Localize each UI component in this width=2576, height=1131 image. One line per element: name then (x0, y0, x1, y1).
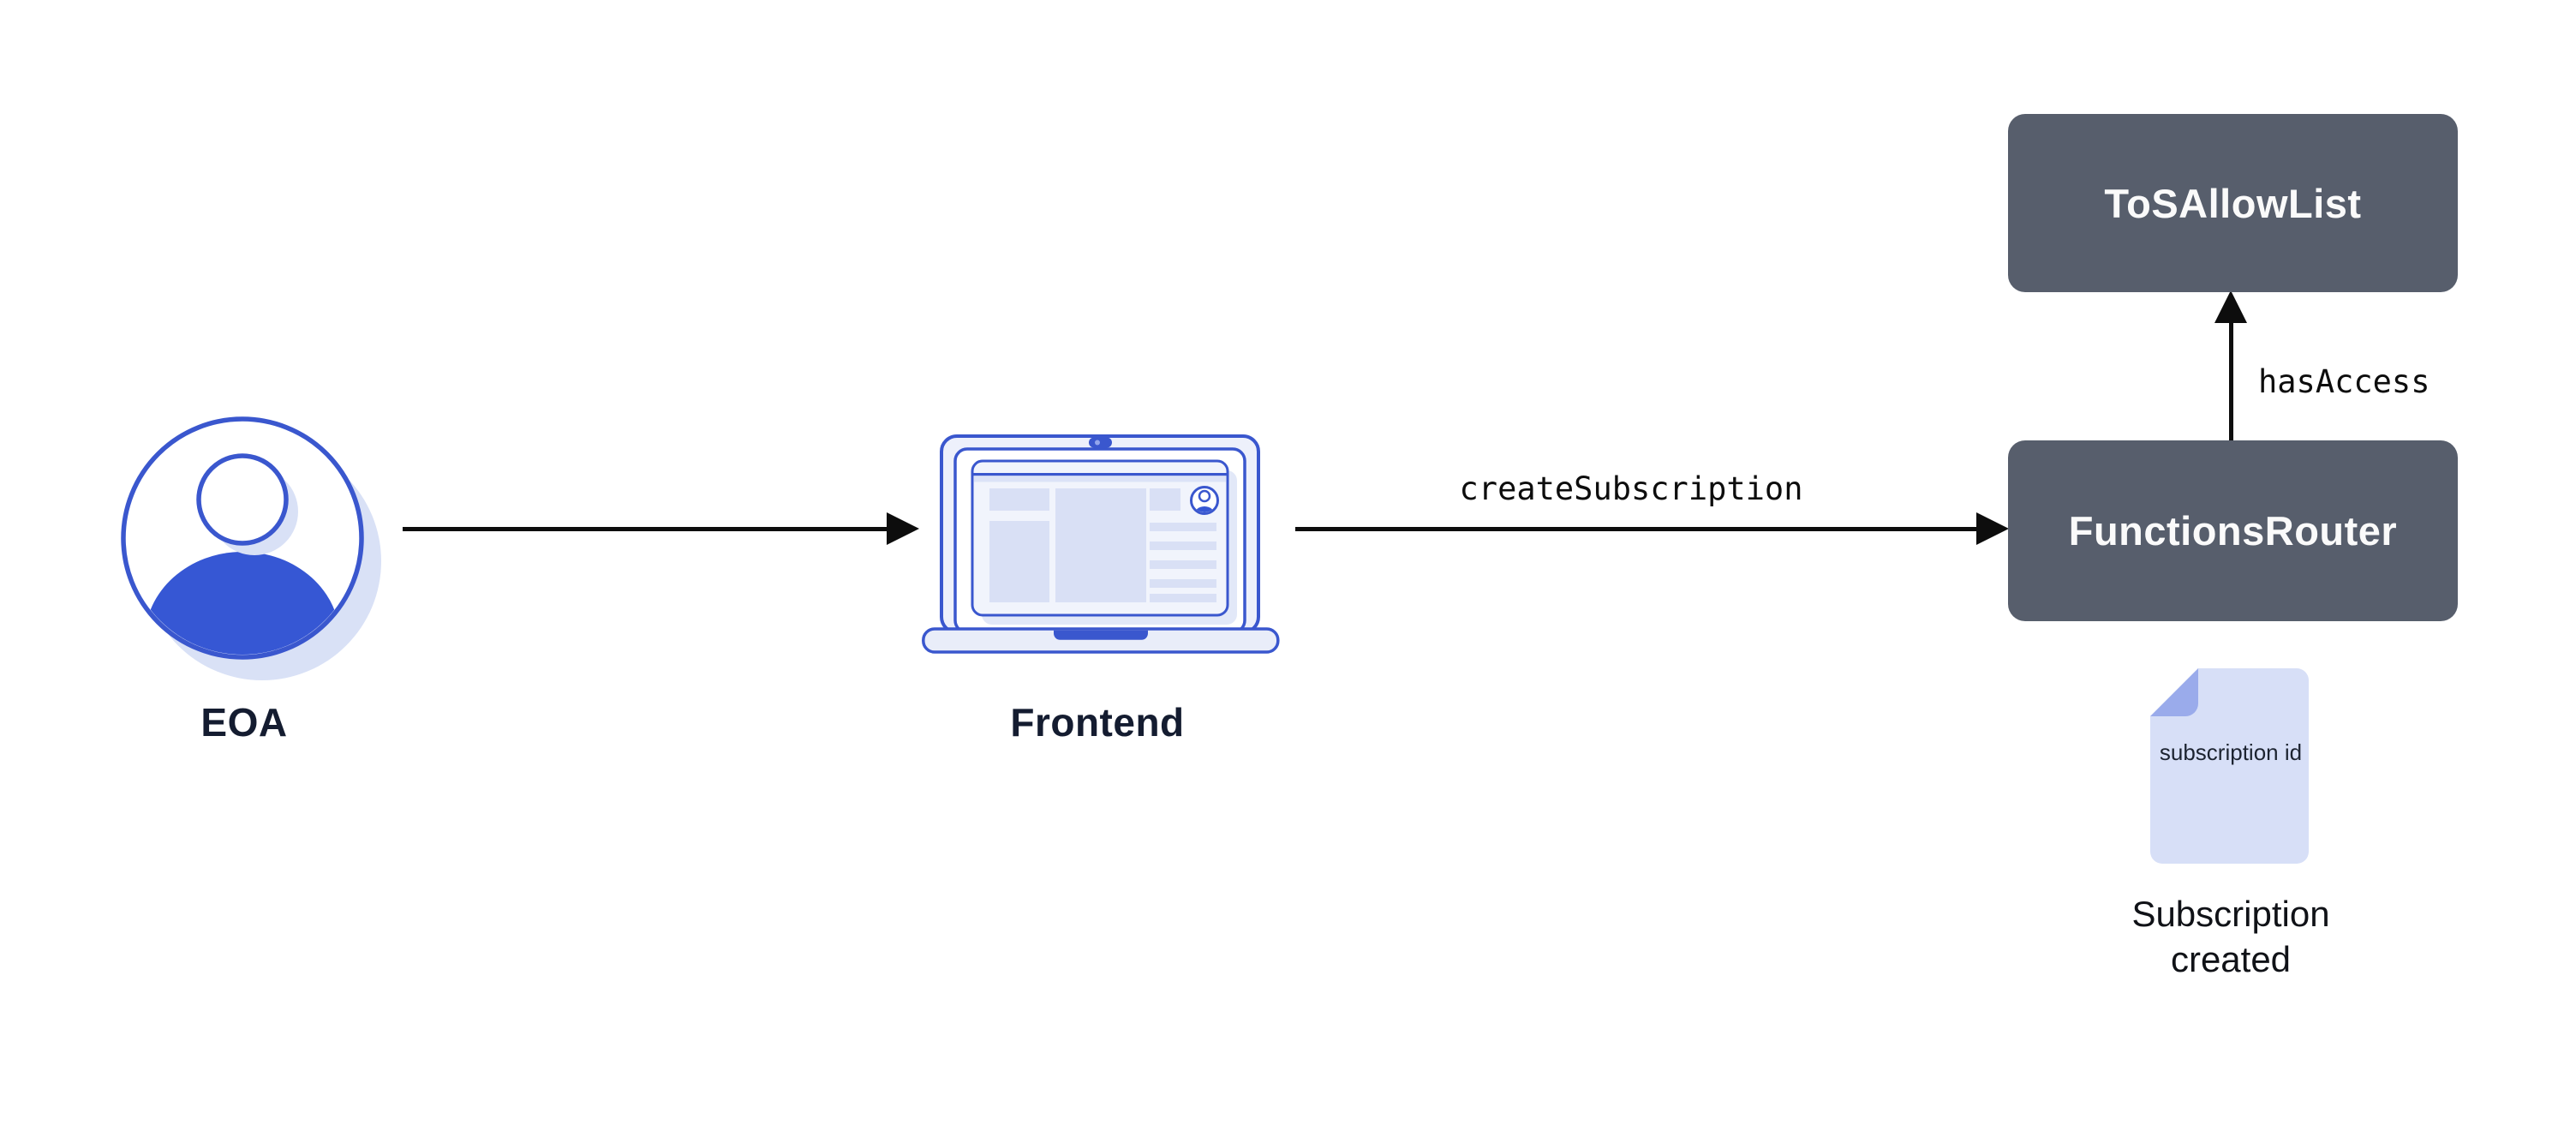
has-access-label: hasAccess (2258, 363, 2430, 400)
tos-allow-list-box: ToSAllowList (2008, 114, 2458, 292)
functions-router-label: FunctionsRouter (2068, 508, 2398, 554)
avatar-icon (1190, 486, 1219, 515)
functions-router-box: FunctionsRouter (2008, 440, 2458, 621)
document-icon (2150, 668, 2309, 864)
tos-allow-list-label: ToSAllowList (2104, 180, 2362, 226)
user-icon (121, 416, 381, 680)
laptop-icon (922, 434, 1280, 654)
subscription-created-caption: Subscription created (2131, 894, 2330, 979)
webcam-icon (1089, 437, 1112, 448)
eoa-label: EOA (200, 700, 288, 745)
create-subscription-label: createSubscription (1459, 470, 1803, 507)
frontend-label: Frontend (1010, 700, 1185, 745)
subscription-doc-text: subscription id (2159, 739, 2303, 765)
